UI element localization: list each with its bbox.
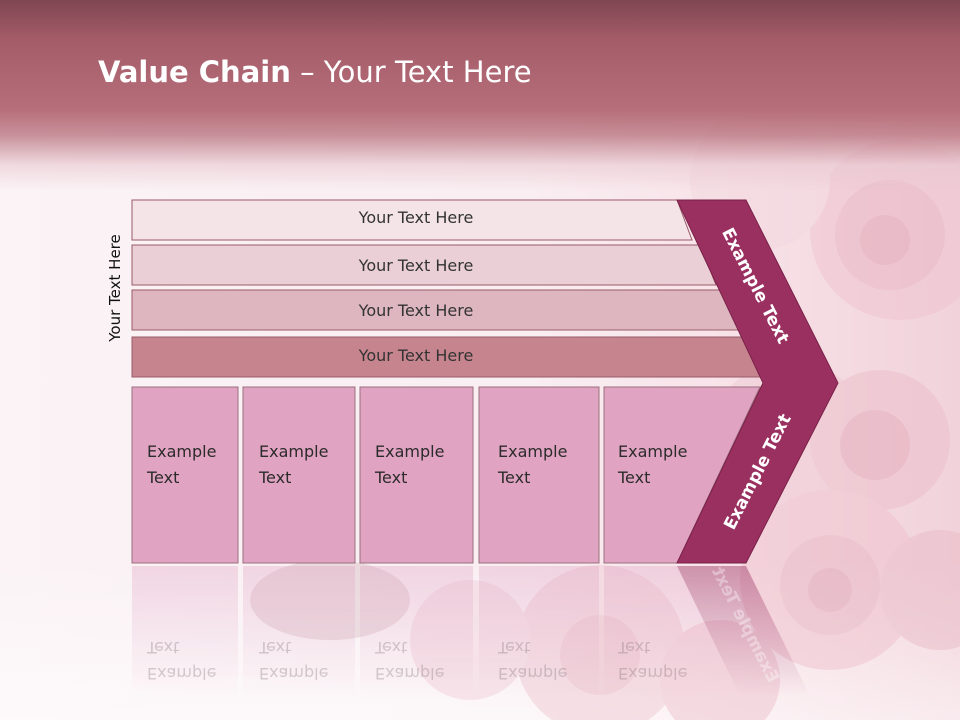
title-bold: Value Chain [98,55,291,89]
bar-2 [131,244,717,286]
box-2-label: Example Text [259,442,329,487]
box-3 [359,386,474,564]
box-1-reflection: Example Text [147,638,217,683]
title-rest: – Your Text Here [290,55,532,89]
box-4 [478,386,600,564]
header-band [0,0,960,190]
bar-4-label: Your Text Here [358,346,474,365]
box-5-label: Example Text [618,442,688,487]
box-3-label: Example Text [375,442,445,487]
bar-1 [131,199,693,241]
side-label: Your Text Here [106,234,124,342]
box-4-label: Example Text [498,442,568,487]
slide-title: Value Chain – Your Text Here [98,55,532,89]
box-1 [131,386,239,564]
bar-3-label: Your Text Here [358,301,474,320]
bar-1-label: Your Text Here [358,208,474,227]
box-2 [242,386,356,564]
reflection [132,566,810,696]
bar-2-label: Your Text Here [358,256,474,275]
box-3-reflection: Example Text [375,638,445,683]
box-5-reflection: Example Text [618,638,688,683]
box-2-reflection: Example Text [259,638,329,683]
box-1-label: Example Text [147,442,217,487]
box-4-reflection: Example Text [498,638,568,683]
